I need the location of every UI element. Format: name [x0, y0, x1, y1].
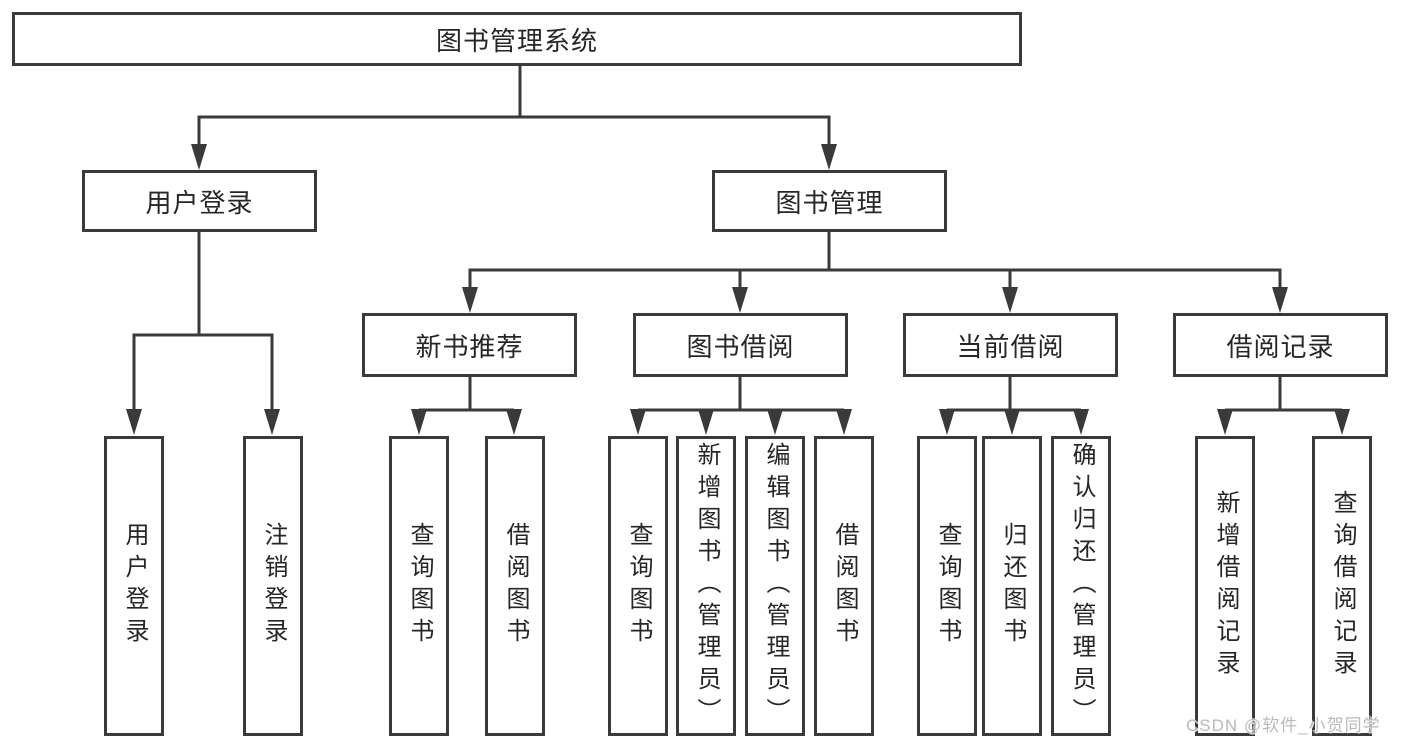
- node-label: 查询图书: [625, 522, 652, 650]
- csdn-watermark: CSDN @软件_小贺同学: [1186, 716, 1381, 735]
- node-label: 查询图书: [934, 522, 961, 650]
- node-label: 新书推荐: [415, 331, 524, 362]
- connector-root-to-level2: [191, 66, 837, 170]
- node-borrowing-records: 借阅记录: [1173, 313, 1388, 377]
- node-leaf-logout: 注销登录: [243, 436, 303, 736]
- node-label: 归还图书: [999, 522, 1026, 650]
- node-label: 当前借阅: [956, 331, 1065, 362]
- connector-book-management-to-level3: [462, 232, 1288, 313]
- node-label: 借阅图书: [502, 522, 529, 650]
- node-book-borrowing: 图书借阅: [633, 313, 848, 377]
- node-leaf-query-books-current: 查询图书: [917, 436, 977, 736]
- connector-current-borrowing-children: [939, 377, 1089, 435]
- node-label: 图书管理: [775, 187, 884, 218]
- node-root-library-management-system: 图书管理系统: [12, 12, 1022, 66]
- node-label: 确认归还（管理员）: [1068, 442, 1095, 730]
- node-label: 新增图书（管理员）: [693, 442, 720, 730]
- node-leaf-return-books: 归还图书: [982, 436, 1042, 736]
- connector-user-login-children: [126, 232, 280, 435]
- node-label: 借阅图书: [831, 522, 858, 650]
- node-leaf-user-login: 用户登录: [104, 436, 164, 736]
- node-current-borrowing: 当前借阅: [903, 313, 1118, 377]
- node-label: 借阅记录: [1226, 331, 1335, 362]
- connector-borrowing-records-children: [1217, 377, 1350, 435]
- node-user-login: 用户登录: [82, 170, 317, 232]
- node-leaf-confirm-return-admin: 确认归还（管理员）: [1051, 436, 1111, 736]
- node-label: 用户登录: [121, 522, 148, 650]
- node-leaf-borrow-books-recommend: 借阅图书: [485, 436, 545, 736]
- node-new-book-recommend: 新书推荐: [362, 313, 577, 377]
- node-leaf-query-books-borrowing: 查询图书: [608, 436, 668, 736]
- node-leaf-query-borrow-record: 查询借阅记录: [1312, 436, 1372, 736]
- connector-new-book-recommend-children: [411, 377, 522, 435]
- node-label: 图书借阅: [686, 331, 795, 362]
- connector-book-borrowing-children: [630, 377, 852, 435]
- node-label: 新增借阅记录: [1212, 490, 1239, 682]
- node-leaf-query-books-recommend: 查询图书: [389, 436, 449, 736]
- node-label: 用户登录: [145, 187, 254, 218]
- node-label: 注销登录: [260, 522, 287, 650]
- node-leaf-add-borrow-record: 新增借阅记录: [1195, 436, 1255, 736]
- node-leaf-borrow-books-borrowing: 借阅图书: [814, 436, 874, 736]
- node-leaf-edit-book-admin: 编辑图书（管理员）: [745, 436, 805, 736]
- node-leaf-add-book-admin: 新增图书（管理员）: [676, 436, 736, 736]
- node-book-management: 图书管理: [712, 170, 947, 232]
- node-label: 编辑图书（管理员）: [762, 442, 789, 730]
- node-label: 查询图书: [406, 522, 433, 650]
- node-label: 图书管理系统: [435, 25, 598, 56]
- node-label: 查询借阅记录: [1329, 490, 1356, 682]
